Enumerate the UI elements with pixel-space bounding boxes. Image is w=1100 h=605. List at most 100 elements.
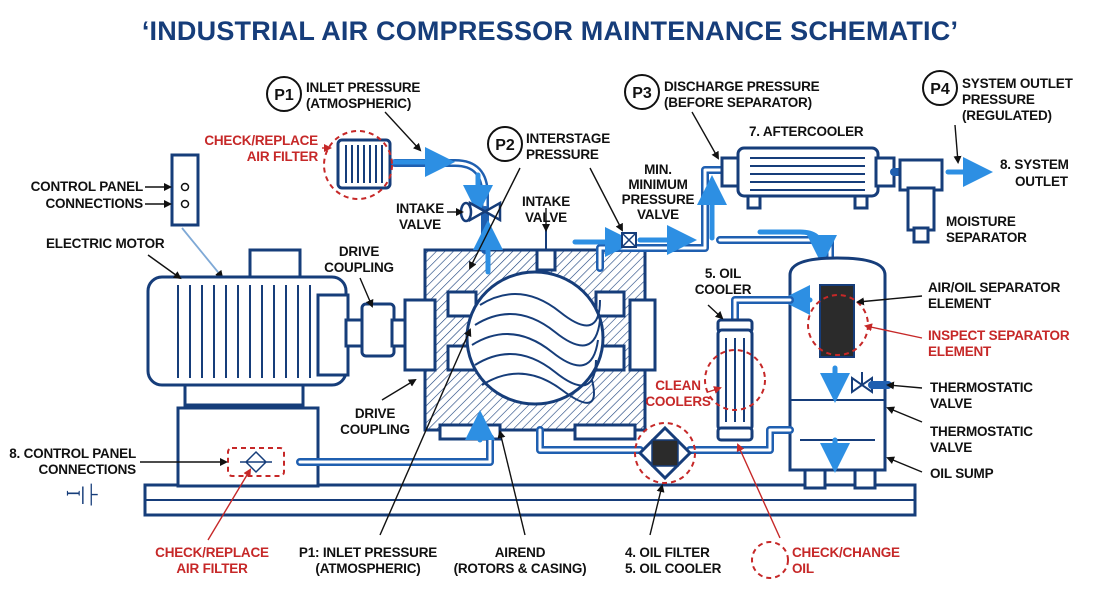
label-inspect-separator: INSPECT SEPARATOR ELEMENT [928,328,1070,359]
svg-text:OIL: OIL [792,561,814,576]
svg-text:ELEMENT: ELEMENT [928,344,992,359]
svg-text:CONTROL PANEL: CONTROL PANEL [31,179,143,194]
svg-text:VALVE: VALVE [637,207,679,222]
label-aftercooler: 7. AFTERCOOLER [749,124,864,139]
label-oil-cooler: 5. OIL COOLER [695,266,752,297]
thermostatic-valve [851,372,892,394]
svg-text:VALVE: VALVE [930,396,972,411]
svg-text:INTAKE: INTAKE [522,194,570,209]
label-thermostatic-valve-2: THERMOSTATIC VALVE [930,424,1033,455]
min-pressure-valve [621,232,637,248]
svg-text:P1: P1 [274,87,294,104]
label-thermostatic-valve-1: THERMOSTATIC VALVE [930,380,1033,411]
label-control-panel: CONTROL PANEL CONNECTIONS [31,179,144,211]
base-skid [143,483,917,517]
label-intake-valve-left: INTAKE VALVE [396,201,444,232]
svg-text:DRIVE: DRIVE [355,406,395,421]
svg-text:COUPLING: COUPLING [324,260,394,275]
svg-text:MINIMUM: MINIMUM [628,177,687,192]
check-oil-ring [751,541,789,579]
svg-text:DRIVE: DRIVE [339,244,379,259]
svg-text:VALVE: VALVE [930,440,972,455]
label-intake-valve-right: INTAKE VALVE [522,194,570,225]
air-filter-check-ring [323,130,393,200]
svg-text:COOLERS: COOLERS [645,394,711,409]
moisture-separator [890,158,944,244]
label-moisture-separator: MOISTURE SEPARATOR [946,214,1027,245]
label-p1-bottom: P1: INLET PRESSURE (ATMOSPHERIC) [299,545,438,576]
svg-text:PRESSURE: PRESSURE [622,192,695,207]
leader-lines [140,111,962,536]
oil-filter [637,425,693,481]
svg-text:CLEAN: CLEAN [655,378,701,393]
cooler-check-ring [704,349,766,411]
svg-text:CHECK/REPLACE: CHECK/REPLACE [155,545,269,560]
svg-text:5. OIL COOLER: 5. OIL COOLER [625,561,722,576]
svg-text:AIR FILTER: AIR FILTER [176,561,248,576]
label-system-outlet: 8. SYSTEM OUTLET [1000,157,1069,189]
svg-text:MIN.: MIN. [644,162,672,177]
label-p4: SYSTEM OUTLET PRESSURE (REGULATED) [962,76,1074,123]
label-electric-motor: ELECTRIC MOTOR [46,236,165,251]
label-check-filter-top: CHECK/REPLACE AIR FILTER [204,133,318,164]
p2-marker: P2 [487,126,523,162]
electric-motor [146,248,350,407]
svg-text:CONNECTIONS: CONNECTIONS [45,196,143,211]
svg-text:4. OIL FILTER: 4. OIL FILTER [625,545,710,560]
svg-text:ELEMENT: ELEMENT [928,296,992,311]
p1-marker: P1 [266,76,302,112]
svg-text:AIR/OIL SEPARATOR: AIR/OIL SEPARATOR [928,280,1061,295]
separator-element [819,284,855,358]
air-filter [336,138,392,190]
label-p3: DISCHARGE PRESSURE (BEFORE SEPARATOR) [664,79,820,110]
label-p2: INTERSTAGE PRESSURE [526,131,610,162]
svg-text:INLET PRESSURE: INLET PRESSURE [306,80,420,95]
control-panel-box [170,153,200,227]
svg-text:P4: P4 [930,81,950,98]
svg-text:(REGULATED): (REGULATED) [962,108,1052,123]
svg-text:AIREND: AIREND [495,545,546,560]
svg-text:8. CONTROL PANEL: 8. CONTROL PANEL [9,446,136,461]
red-leader-lines [207,144,923,541]
svg-text:8. SYSTEM: 8. SYSTEM [1000,157,1069,172]
svg-text:P3: P3 [632,85,652,102]
page-title: ‘INDUSTRIAL AIR COMPRESSOR MAINTENANCE S… [142,16,958,46]
svg-text:(ATMOSPHERIC): (ATMOSPHERIC) [306,96,411,111]
svg-text:PRESSURE: PRESSURE [526,147,599,162]
svg-text:COOLER: COOLER [695,282,752,297]
label-symbol: ꟷ|├ [66,483,98,506]
svg-text:CHECK/REPLACE: CHECK/REPLACE [204,133,318,148]
svg-text:INSPECT SEPARATOR: INSPECT SEPARATOR [928,328,1070,343]
control-signal-line [181,227,224,279]
airend [403,248,657,441]
label-separator-element: AIR/OIL SEPARATOR ELEMENT [928,280,1061,311]
svg-text:MOISTURE: MOISTURE [946,214,1016,229]
label-airend: AIREND (ROTORS & CASING) [454,545,587,576]
label-p1: INLET PRESSURE (ATMOSPHERIC) [306,80,421,111]
label-check-filter-bottom: CHECK/REPLACE AIR FILTER [155,545,269,576]
control-panel-symbol [240,450,272,474]
svg-text:COUPLING: COUPLING [340,422,410,437]
label-check-change-oil: CHECK/CHANGE OIL [792,545,900,576]
svg-text:P1: INLET PRESSURE: P1: INLET PRESSURE [299,545,437,560]
label-drive-coupling-top: DRIVE COUPLING [324,244,394,275]
oil-cooler [716,296,794,442]
label-oil-filter-cooler: 4. OIL FILTER 5. OIL COOLER [625,545,722,576]
svg-text:THERMOSTATIC: THERMOSTATIC [930,424,1033,439]
p3-marker: P3 [624,74,660,110]
svg-text:INTAKE: INTAKE [396,201,444,216]
oil-filter-check-ring [634,422,696,484]
svg-text:(ROTORS & CASING): (ROTORS & CASING) [454,561,587,576]
svg-text:OUTLET: OUTLET [1015,174,1069,189]
p4-marker: P4 [922,70,958,106]
svg-text:VALVE: VALVE [399,217,441,232]
control-panel-check-box [227,447,285,477]
intake-valve [459,200,502,254]
svg-text:(BEFORE SEPARATOR): (BEFORE SEPARATOR) [664,95,812,110]
svg-text:SEPARATOR: SEPARATOR [946,230,1027,245]
label-oil-sump: OIL SUMP [930,466,994,481]
svg-text:SYSTEM OUTLET: SYSTEM OUTLET [962,76,1074,91]
svg-text:(ATMOSPHERIC): (ATMOSPHERIC) [315,561,420,576]
label-control-panel-8: 8. CONTROL PANEL CONNECTIONS [9,446,136,477]
